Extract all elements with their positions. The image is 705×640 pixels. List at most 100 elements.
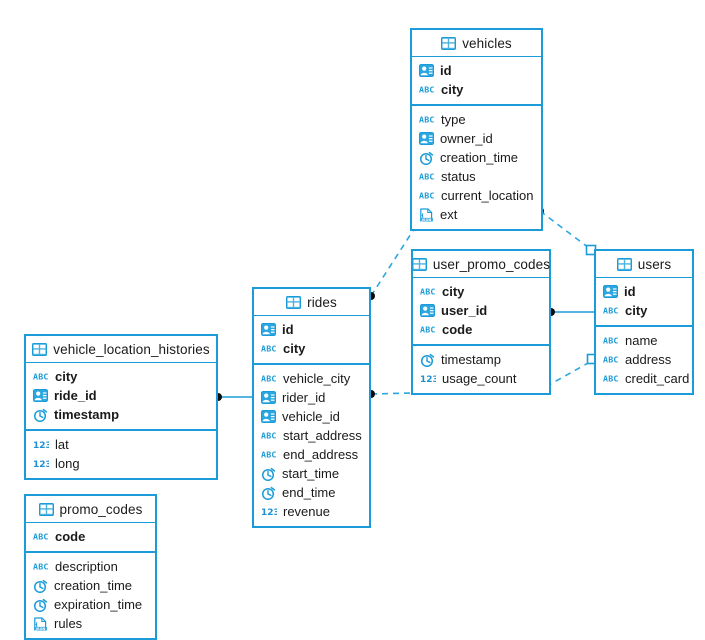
column-row[interactable]: JSON ext: [412, 205, 541, 224]
column-row[interactable]: rider_id: [254, 388, 369, 407]
column-row[interactable]: creation_time: [412, 148, 541, 167]
clock-icon: [261, 467, 276, 481]
abc-text-icon: ABC: [603, 353, 619, 366]
column-row[interactable]: end_time: [254, 483, 369, 502]
svg-text:ABC: ABC: [603, 355, 619, 365]
abc-text-icon: ABC: [603, 304, 619, 317]
column-name-label: id: [440, 63, 452, 78]
column-name-label: lat: [55, 437, 69, 452]
column-name-label: usage_count: [442, 371, 517, 386]
table-header-user_promo_codes[interactable]: user_promo_codes: [411, 251, 551, 278]
clock-icon: [33, 579, 48, 593]
abc-text-icon: ABC: [603, 372, 619, 385]
table-header-promo_codes[interactable]: promo_codes: [26, 496, 155, 523]
svg-text:ABC: ABC: [420, 325, 436, 335]
svg-text:JSON: JSON: [421, 217, 432, 221]
column-row[interactable]: id: [596, 282, 692, 301]
id-card-icon: [419, 132, 434, 145]
relationship-vehicle-location-histories-to-rides[interactable]: [214, 393, 252, 401]
column-name-label: city: [442, 284, 465, 299]
table-header-users[interactable]: users: [596, 251, 692, 278]
123-number-icon: 123: [420, 372, 436, 385]
id-card-icon: [261, 410, 276, 423]
column-row[interactable]: ABC city: [413, 282, 549, 301]
column-name-label: city: [441, 82, 464, 97]
column-row[interactable]: 123 usage_count: [413, 369, 549, 388]
relationship-vehicles-to-users[interactable]: [536, 207, 597, 256]
column-name-label: creation_time: [54, 578, 133, 593]
column-row[interactable]: id: [412, 61, 541, 80]
column-row[interactable]: owner_id: [412, 129, 541, 148]
abc-text-icon: ABC: [420, 323, 436, 336]
column-row[interactable]: ride_id: [26, 386, 216, 405]
clock-icon: [419, 151, 434, 165]
column-row[interactable]: timestamp: [26, 405, 216, 424]
column-name-label: ext: [440, 207, 458, 222]
column-row[interactable]: vehicle_id: [254, 407, 369, 426]
clock-icon: [261, 486, 276, 500]
svg-text:123: 123: [33, 460, 49, 470]
column-row[interactable]: creation_time: [26, 576, 155, 595]
abc-text-icon: ABC: [261, 372, 277, 385]
table-grid-icon: [38, 502, 54, 516]
column-name-label: status: [441, 169, 476, 184]
table-name-label: vehicles: [462, 35, 512, 51]
id-card-icon: [420, 304, 435, 317]
abc-text-icon: ABC: [33, 370, 49, 383]
table-name-label: rides: [307, 294, 337, 310]
column-row[interactable]: start_time: [254, 464, 369, 483]
column-row[interactable]: timestamp: [413, 350, 549, 369]
column-row[interactable]: id: [254, 320, 369, 339]
column-name-label: description: [55, 559, 118, 574]
relationship-user-promo-codes-to-users[interactable]: [547, 308, 594, 316]
column-row[interactable]: 123 long: [26, 454, 216, 473]
column-name-label: ride_id: [54, 388, 97, 403]
column-name-label: rider_id: [282, 390, 326, 405]
svg-text:ABC: ABC: [420, 287, 436, 297]
column-row[interactable]: user_id: [413, 301, 549, 320]
svg-text:JSON: JSON: [35, 626, 46, 630]
column-name-label: id: [282, 322, 294, 337]
table-header-rides[interactable]: rides: [254, 289, 369, 316]
column-row[interactable]: expiration_time: [26, 595, 155, 614]
id-card-icon: [603, 285, 618, 298]
table-name-label: user_promo_codes: [432, 256, 551, 272]
table-header-vehicles[interactable]: vehicles: [412, 30, 541, 57]
column-name-label: long: [55, 456, 80, 471]
columns-section: timestamp 123 usage_count: [413, 346, 549, 393]
column-name-label: end_time: [282, 485, 336, 500]
table-header-vehicle_location_histories[interactable]: vehicle_location_histories: [26, 336, 216, 363]
abc-text-icon: ABC: [33, 530, 49, 543]
